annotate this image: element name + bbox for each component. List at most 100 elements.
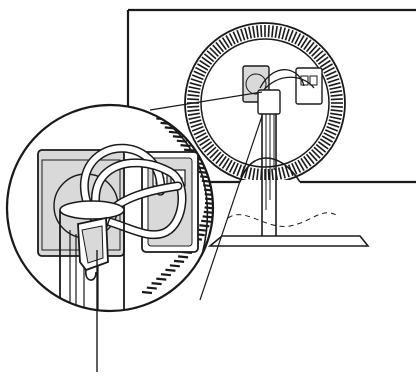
ring-tick (300, 157, 309, 169)
ring-tick (297, 35, 305, 47)
ring-tick (303, 155, 312, 167)
ring-tick (225, 35, 233, 47)
ring-tick (193, 70, 206, 77)
ring-tick (197, 63, 209, 71)
ring-tick (187, 98, 200, 101)
ring-tick (201, 141, 213, 150)
ring-tick (252, 25, 256, 38)
ring-tick-detail (204, 197, 213, 201)
ring-tick-detail (172, 135, 184, 139)
ring-tick (324, 70, 337, 77)
ring-tick (191, 74, 204, 81)
ring-tick-detail (173, 259, 185, 263)
ring-tick-detail (183, 148, 195, 152)
ring-tick-detail (151, 282, 162, 286)
ring-tick (281, 166, 286, 179)
ring-tick (203, 53, 215, 63)
ring-tick-detail (201, 219, 212, 223)
ring-tick (188, 115, 201, 120)
ring-tick (187, 112, 200, 116)
ring-tick (305, 41, 315, 53)
ring-tick-detail (176, 139, 187, 143)
ring-tick (311, 149, 321, 159)
ring-tick (329, 115, 342, 120)
ring-tick (252, 168, 256, 180)
ring-tick-detail (204, 206, 213, 210)
ring-tick (191, 125, 204, 132)
ring-tick (228, 33, 236, 45)
ring-tick (284, 28, 290, 41)
ring-tick (328, 82, 341, 87)
ring-tick (187, 105, 200, 108)
ring-tick (240, 28, 246, 41)
ring-tick-detail (204, 193, 213, 197)
ring-tick (188, 86, 201, 91)
ring-tick (189, 119, 202, 124)
ring-tick-detail (160, 121, 171, 125)
ring-tick (187, 94, 200, 97)
ring-tick (248, 167, 253, 180)
ring-tick (271, 168, 274, 180)
ring-tick (190, 78, 203, 84)
ring-tick (277, 26, 282, 39)
ring-tick (319, 59, 331, 68)
ring-tick (193, 129, 206, 136)
ring-tick (327, 78, 340, 84)
ring-tick (291, 31, 298, 44)
ring-tick (305, 153, 315, 165)
ring-tick (303, 39, 312, 51)
ring-tick (287, 29, 294, 42)
ring-tick (218, 155, 227, 167)
ring-tick (277, 167, 282, 180)
ring-tick (327, 122, 340, 128)
ring-tick (315, 143, 327, 153)
ring-tick (212, 151, 222, 162)
ring-tick (330, 109, 343, 112)
ring-tick-detail (198, 170, 209, 174)
ring-tick (291, 162, 298, 175)
ring-tick (323, 66, 335, 74)
ring-tick (221, 157, 230, 169)
ring-tick (321, 63, 333, 71)
ring-tick (189, 82, 202, 87)
ring-tick (330, 105, 343, 108)
ring-tick (317, 141, 329, 150)
ring-tick (256, 168, 259, 180)
ring-tick-detail (168, 130, 180, 134)
ring-tick (313, 50, 324, 60)
rear-port-panel (242, 65, 323, 105)
ring-tick (330, 90, 343, 94)
ring-tick (308, 44, 318, 55)
ring-tick (311, 47, 321, 57)
ring-tick (328, 119, 341, 124)
ring-tick (218, 39, 227, 51)
ring-tick-detail (204, 188, 213, 192)
ring-tick (236, 164, 243, 177)
magnified-detail (5, 103, 215, 313)
ring-tick-detail (141, 290, 153, 295)
ring-tick-detail (165, 268, 176, 272)
ring-tick (274, 25, 278, 38)
monitor-stand (207, 89, 370, 247)
ring-tick (212, 44, 222, 55)
ring-tick (225, 159, 233, 171)
ring-tick-detail (180, 144, 191, 148)
ring-tick (221, 37, 230, 49)
ring-tick (324, 129, 337, 136)
ring-tick (187, 109, 200, 112)
ring-tick (232, 162, 239, 175)
ring-tick (297, 159, 305, 171)
ring-tick (330, 94, 343, 97)
ring-tick (330, 112, 343, 116)
ring-tick (187, 90, 200, 94)
ring-tick (209, 47, 219, 57)
ring-tick (206, 146, 217, 156)
ring-tick (281, 27, 286, 40)
ring-tick (197, 135, 209, 143)
ring-tick (209, 149, 219, 159)
ring-tick (256, 25, 259, 38)
ring-tick (199, 138, 211, 147)
ring-tick (313, 146, 324, 156)
ring-tick-detail (202, 215, 213, 219)
